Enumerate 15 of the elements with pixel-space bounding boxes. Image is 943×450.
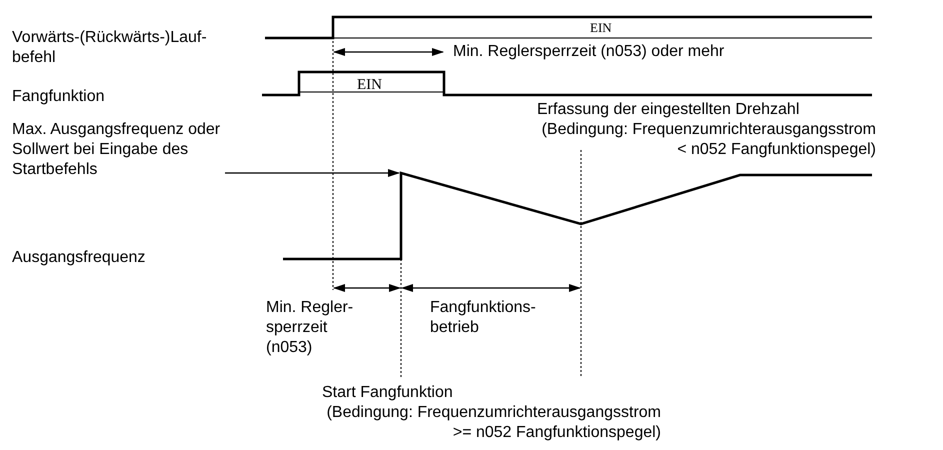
timing-note: Min. Reglersperrzeit (n053) oder mehr — [453, 42, 724, 62]
state-text: EIN — [357, 76, 382, 95]
output-frequency-waveform — [283, 171, 872, 260]
timing-note: Fangfunktions- betrieb — [430, 298, 537, 338]
signal-name: Ausgangsfrequenz — [12, 248, 146, 268]
condition-note: Erfassung der eingestellten Drehzahl — [537, 100, 800, 120]
timing-note: Min. Regler- sperrzeit (n053) — [266, 298, 354, 358]
condition-note: (Bedingung: Frequenzumrichterausgangsstrom < n052 Fangfunktionspegel) — [540, 120, 876, 160]
signal-name: Vorwärts-(Rückwärts-)Lauf- befehl — [12, 28, 208, 68]
condition-note: (Bedingung: Frequenzumrichterausgangsstrom >= n052 Fangfunktionspegel) — [326, 403, 661, 443]
signal-name: Fangfunktion — [12, 87, 105, 107]
axis-label: Max. Ausgangsfrequenz oder Sollwert bei Eingabe des Startbefehls — [12, 120, 225, 180]
arrow — [225, 169, 400, 177]
state-text: EIN — [590, 19, 612, 37]
condition-note: Start Fangfunktion — [322, 383, 453, 403]
